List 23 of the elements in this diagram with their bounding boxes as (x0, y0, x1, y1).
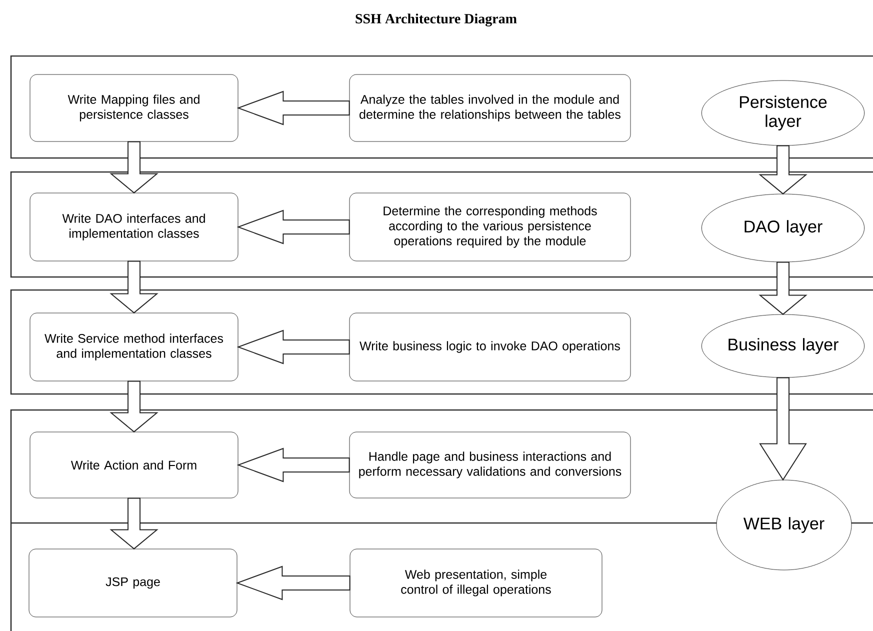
block-arrow (236, 330, 350, 364)
process-box: Write Service method interfaces and implementation classes (30, 312, 238, 382)
process-box: Write DAO interfaces and implementation classes (30, 192, 238, 262)
note-box: Write business logic to invoke DAO operations (349, 312, 631, 382)
block-arrow (759, 377, 807, 481)
block-arrow (110, 141, 158, 194)
block-arrow (236, 448, 350, 482)
note-box: Analyze the tables involved in the module and determine the relationships between the tables (349, 74, 631, 142)
process-box: Write Mapping files and persistence classes (30, 74, 238, 142)
process-box: JSP page (28, 548, 238, 618)
note-box: Handle page and business interactions and perform necessary validations and conversions (349, 432, 631, 498)
block-arrow (110, 260, 158, 314)
process-box: Write Action and Form (30, 432, 238, 498)
block-arrow (758, 262, 808, 315)
block-arrow (236, 90, 350, 126)
block-arrow (236, 566, 350, 600)
block-arrow (758, 145, 808, 194)
note-box: Web presentation, simple control of illegal operations (350, 548, 602, 618)
block-arrow (110, 380, 158, 432)
note-box: Determine the corresponding methods according to the various persistence operations required by the module (349, 192, 631, 262)
block-arrow (236, 210, 350, 244)
title: SSH Architecture Diagram (356, 14, 517, 26)
block-arrow (110, 498, 158, 550)
